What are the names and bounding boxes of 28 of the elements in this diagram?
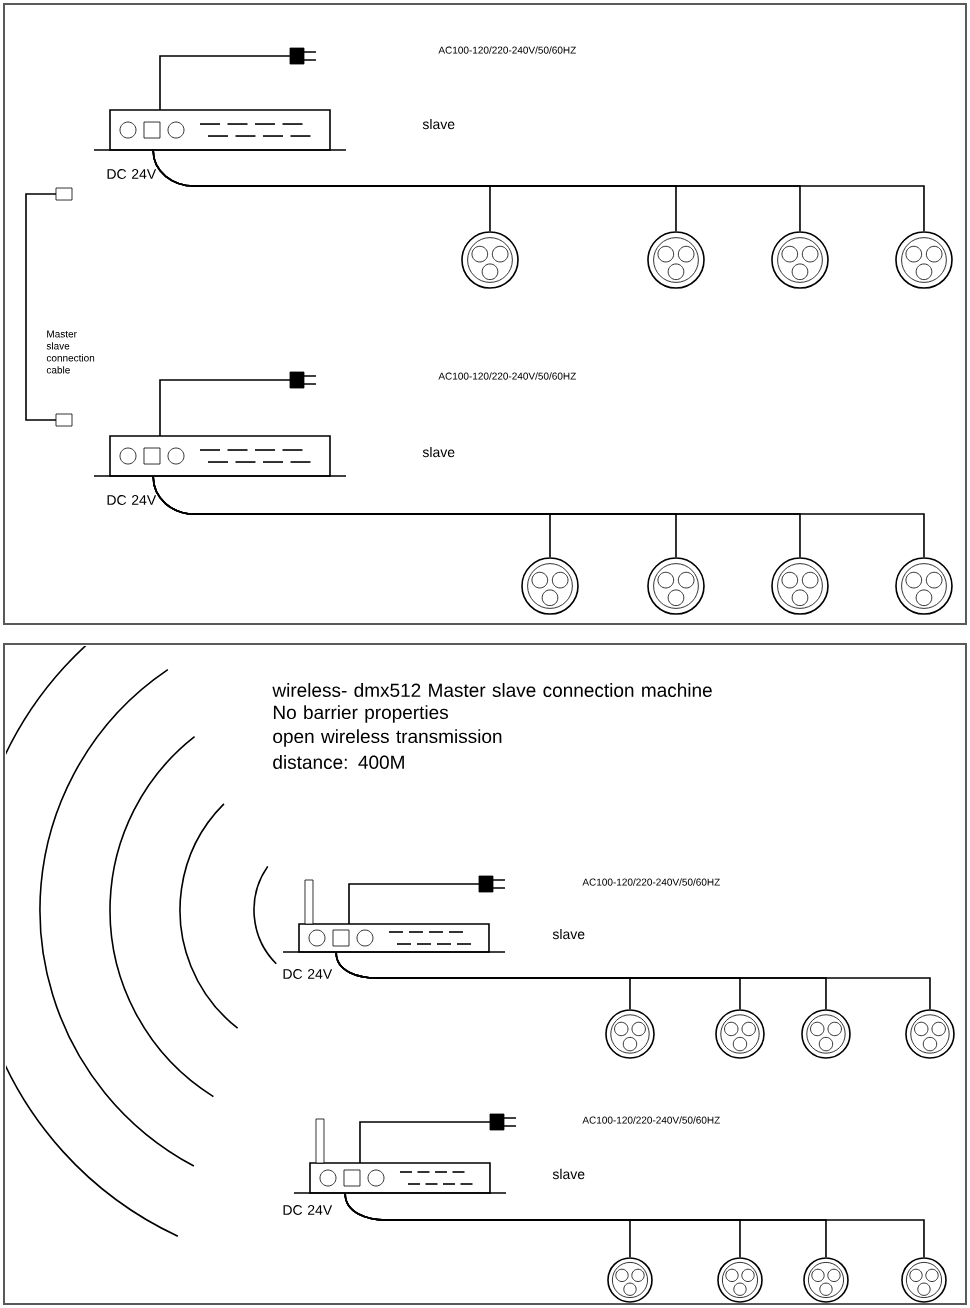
caption-line: No barrier properties [273,705,448,723]
lamp-drawing [895,557,953,615]
cable [152,150,925,232]
lamp-drawing [647,557,705,615]
lamp-drawing [895,231,953,289]
controller-drawing [93,109,347,151]
controller-drawing [293,1118,507,1194]
lamp-drawing [715,1009,765,1059]
cable [335,952,931,1010]
controller-drawing [282,879,506,953]
controller-drawing [93,435,347,477]
caption-line: wireless- dmx512 Master slave connection machine [272,683,712,697]
lamp-drawing [771,231,829,289]
lamp-drawing [647,231,705,289]
lamp-drawing [605,1009,655,1059]
lamp-drawing [521,557,579,615]
lamp-drawing [607,1257,653,1303]
lamp-drawing [905,1009,955,1059]
lamp-drawing [801,1009,851,1059]
caption-line: distance: 400M [273,755,404,769]
cable [152,476,925,558]
lamp-drawing [901,1257,947,1303]
lamp-drawing [461,231,519,289]
lamp-drawing [803,1257,849,1303]
lamp-drawing [771,557,829,615]
lamp-drawing [717,1257,763,1303]
cable [344,1193,925,1258]
caption-line: open wireless transmission [273,729,502,747]
